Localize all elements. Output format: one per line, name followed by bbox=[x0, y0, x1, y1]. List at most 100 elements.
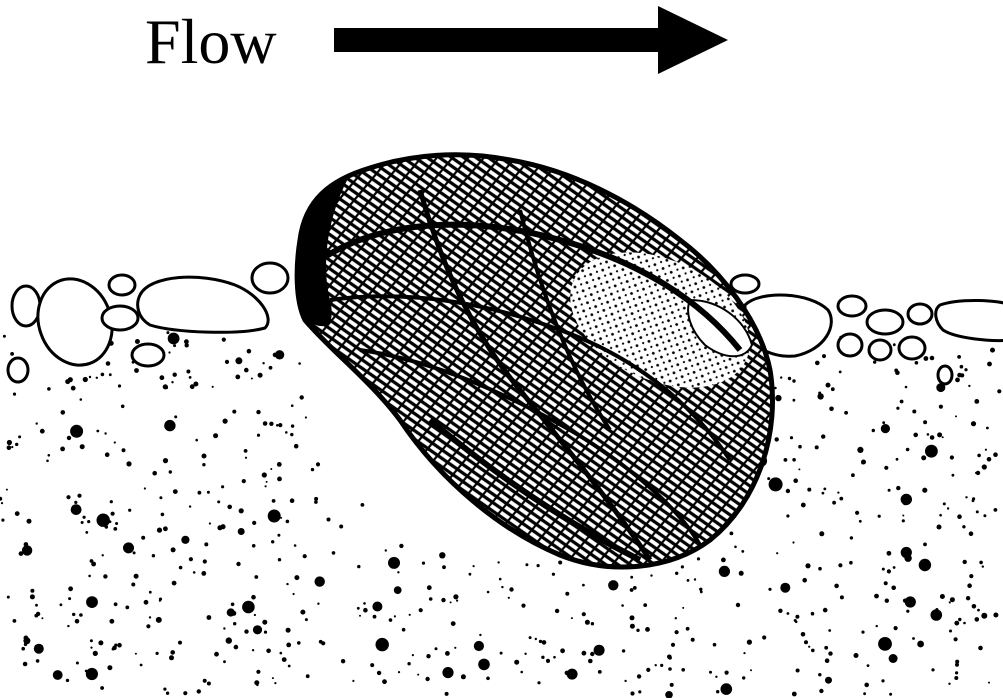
sediment-grain bbox=[231, 611, 236, 616]
sediment-grain bbox=[668, 656, 672, 660]
sediment-grain bbox=[385, 549, 387, 551]
sediment-grain bbox=[223, 419, 228, 424]
sediment-grain bbox=[90, 647, 92, 649]
sediment-grain bbox=[947, 507, 949, 509]
sediment-grain bbox=[804, 640, 808, 644]
sediment-grain bbox=[297, 641, 301, 645]
sediment-grain bbox=[539, 640, 542, 643]
sediment-grain bbox=[149, 616, 151, 618]
sediment-grain bbox=[903, 599, 907, 603]
sediment-grain bbox=[931, 668, 934, 671]
sediment-grain bbox=[429, 597, 433, 601]
sediment-grain bbox=[198, 491, 202, 495]
sediment-grain bbox=[179, 566, 183, 570]
sediment-grain bbox=[668, 667, 672, 671]
sediment-grain bbox=[461, 674, 466, 679]
sediment-grain bbox=[923, 420, 927, 424]
sediment-grain bbox=[22, 545, 32, 555]
sediment-grain bbox=[370, 663, 374, 667]
sediment-grain bbox=[272, 499, 276, 503]
sediment-grain bbox=[793, 399, 796, 402]
sediment-grain bbox=[675, 572, 678, 575]
sediment-grain bbox=[957, 355, 961, 359]
sediment-grain bbox=[201, 571, 206, 576]
sediment-grain bbox=[645, 627, 650, 632]
sediment-grain bbox=[997, 389, 1001, 393]
sediment-grain bbox=[598, 670, 602, 674]
sediment-grain bbox=[111, 512, 115, 516]
pebble bbox=[869, 340, 891, 360]
sediment-grain bbox=[734, 546, 737, 549]
sediment-grain bbox=[254, 680, 259, 685]
sediment-grain bbox=[113, 527, 117, 531]
sediment-grain bbox=[174, 415, 177, 418]
sediment-grain bbox=[13, 393, 16, 396]
sediment-grain bbox=[555, 609, 559, 613]
sediment-grain bbox=[968, 385, 970, 387]
sediment-grain bbox=[675, 630, 679, 634]
sediment-grain bbox=[110, 500, 113, 503]
sediment-grain bbox=[316, 462, 320, 466]
sediment-grain bbox=[454, 647, 456, 649]
sediment-grain bbox=[837, 492, 839, 494]
sediment-grain bbox=[882, 568, 885, 571]
sediment-grain bbox=[173, 344, 176, 347]
pebble bbox=[12, 286, 40, 326]
sediment-grain bbox=[546, 659, 550, 663]
sediment-grain bbox=[949, 630, 952, 633]
sediment-grain bbox=[305, 618, 308, 621]
sediment-grain bbox=[156, 617, 162, 623]
sediment-grain bbox=[565, 592, 569, 596]
sediment-grain bbox=[788, 377, 791, 380]
sediment-grain bbox=[838, 563, 842, 567]
sediment-grain bbox=[223, 627, 225, 629]
sediment-grain bbox=[747, 640, 752, 645]
sediment-grain bbox=[736, 603, 740, 607]
sediment-grain bbox=[30, 589, 34, 593]
sediment-grain bbox=[11, 446, 13, 448]
sediment-grain bbox=[332, 551, 336, 555]
sediment-grain bbox=[818, 567, 822, 571]
sediment-grain bbox=[930, 435, 935, 440]
sediment-grain bbox=[7, 440, 12, 445]
sediment-grain bbox=[994, 508, 998, 512]
sediment-grain bbox=[811, 612, 815, 616]
sediment-grain bbox=[902, 515, 904, 517]
sediment-grain bbox=[222, 338, 226, 342]
flow-label: Flow bbox=[145, 6, 277, 77]
sediment-grain bbox=[500, 652, 503, 655]
sediment-grain bbox=[949, 601, 951, 603]
sediment-grain bbox=[70, 425, 83, 438]
sediment-grain bbox=[257, 434, 260, 437]
sediment-grain bbox=[126, 461, 131, 466]
sediment-grain bbox=[769, 477, 783, 491]
sediment-grain bbox=[251, 378, 253, 380]
sediment-grain bbox=[163, 526, 168, 531]
sediment-grain bbox=[306, 674, 310, 678]
sediment-grain bbox=[665, 691, 673, 698]
sediment-grain bbox=[950, 455, 954, 459]
sediment-grain bbox=[441, 598, 445, 602]
sediment-grain bbox=[966, 596, 970, 600]
sediment-grain bbox=[123, 542, 134, 553]
sediment-grain bbox=[235, 375, 240, 380]
sediment-grain bbox=[426, 654, 430, 658]
sediment-grain bbox=[409, 614, 411, 616]
sediment-grain bbox=[314, 497, 318, 501]
sediment-grain bbox=[244, 368, 249, 373]
sediment-grain bbox=[75, 619, 80, 624]
sediment-grain bbox=[184, 339, 189, 344]
sediment-grain bbox=[881, 424, 890, 433]
sediment-grain bbox=[223, 660, 226, 663]
sediment-grain bbox=[585, 620, 590, 625]
sediment-grain bbox=[372, 602, 382, 612]
pebble bbox=[838, 334, 862, 356]
sediment-grain bbox=[47, 387, 51, 391]
sediment-grain bbox=[425, 677, 429, 681]
sediment-grain bbox=[972, 497, 975, 500]
sediment-grain bbox=[590, 652, 594, 656]
sediment-grain bbox=[442, 565, 446, 569]
sediment-grain bbox=[373, 615, 377, 619]
sediment-grain bbox=[915, 361, 919, 365]
sediment-grain bbox=[939, 514, 942, 517]
